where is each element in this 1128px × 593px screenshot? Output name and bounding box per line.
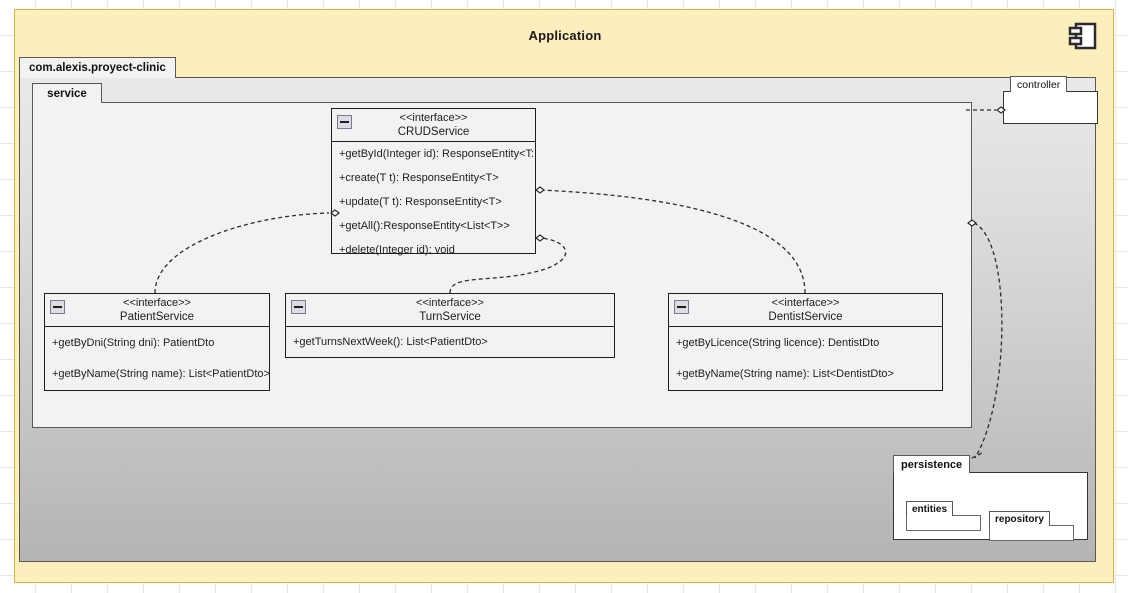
- package-repository-body: [989, 525, 1074, 541]
- interface-turnservice[interactable]: <<interface>> TurnService +getTurnsNextW…: [285, 293, 615, 358]
- interface-crudservice-header: <<interface>> CRUDService: [332, 109, 535, 142]
- package-persistence-body: entities repository: [893, 472, 1088, 541]
- member-row: +getByName(String name): List<PatientDto…: [52, 367, 270, 380]
- package-entities-tab[interactable]: entities: [906, 501, 954, 516]
- minus-icon[interactable]: [337, 115, 352, 129]
- member-row: +getTurnsNextWeek(): List<PatientDto>: [293, 336, 488, 348]
- interface-patientservice-members: +getByDni(String dni): PatientDto +getBy…: [45, 327, 270, 389]
- package-persistence-tab[interactable]: persistence: [893, 455, 971, 473]
- member-row: +getAll():ResponseEntity<List<T>>: [339, 220, 510, 232]
- package-repository-label: repository: [995, 513, 1044, 525]
- interface-patientservice[interactable]: <<interface>> PatientService +getByDni(S…: [44, 293, 270, 391]
- package-controller-body: [1003, 91, 1098, 124]
- interface-patientservice-name: PatientService: [119, 311, 195, 323]
- package-repository-tab[interactable]: repository: [989, 511, 1050, 526]
- member-row: +create(T t): ResponseEntity<T>: [339, 172, 499, 184]
- interface-patientservice-stereotype: <<interface>>: [123, 297, 191, 309]
- minus-icon[interactable]: [674, 300, 689, 314]
- page-title: Application: [528, 28, 602, 43]
- package-controller-label: controller: [1017, 78, 1061, 91]
- interface-patientservice-header: <<interface>> PatientService: [45, 294, 269, 327]
- member-row: +getByName(String name): List<DentistDto…: [676, 367, 894, 380]
- interface-turnservice-members: +getTurnsNextWeek(): List<PatientDto>: [286, 327, 614, 357]
- package-persistence[interactable]: persistence entities repository: [893, 455, 1088, 541]
- package-root-tab[interactable]: com.alexis.proyect-clinic: [19, 57, 176, 78]
- package-root-label: com.alexis.proyect-clinic: [29, 62, 166, 74]
- minus-icon[interactable]: [50, 300, 65, 314]
- interface-crudservice-stereotype: <<interface>>: [399, 112, 468, 124]
- package-entities-body: [906, 515, 981, 531]
- interface-dentistservice-header: <<interface>> DentistService: [669, 294, 942, 327]
- interface-turnservice-header: <<interface>> TurnService: [286, 294, 614, 327]
- member-row: +getByDni(String dni): PatientDto: [52, 336, 215, 349]
- interface-dentistservice[interactable]: <<interface>> DentistService +getByLicen…: [668, 293, 943, 391]
- interface-crudservice-name: CRUDService: [397, 126, 470, 138]
- package-service-tab[interactable]: service: [32, 83, 102, 103]
- member-row: +getById(Integer id): ResponseEntity<T:: [339, 148, 535, 160]
- interface-dentistservice-members: +getByLicence(String licence): DentistDt…: [669, 327, 942, 389]
- member-row: +delete(Integer id): void: [339, 244, 455, 256]
- interface-turnservice-name: TurnService: [419, 311, 481, 323]
- package-controller-tab[interactable]: controller: [1010, 76, 1068, 92]
- interface-turnservice-stereotype: <<interface>>: [416, 297, 484, 309]
- interface-crudservice-members: +getById(Integer id): ResponseEntity<T: …: [332, 142, 535, 262]
- package-controller[interactable]: controller: [1003, 76, 1098, 124]
- interface-dentistservice-name: DentistService: [768, 311, 843, 323]
- component-icon: [1068, 22, 1097, 50]
- interface-dentistservice-stereotype: <<interface>>: [771, 297, 840, 309]
- package-persistence-label: persistence: [901, 458, 963, 471]
- member-row: +update(T t): ResponseEntity<T>: [339, 196, 502, 208]
- package-service-label: service: [47, 87, 87, 100]
- minus-icon[interactable]: [291, 300, 306, 314]
- package-entities-label: entities: [912, 503, 948, 515]
- interface-crudservice[interactable]: <<interface>> CRUDService +getById(Integ…: [331, 108, 536, 256]
- member-row: +getByLicence(String licence): DentistDt…: [676, 336, 880, 349]
